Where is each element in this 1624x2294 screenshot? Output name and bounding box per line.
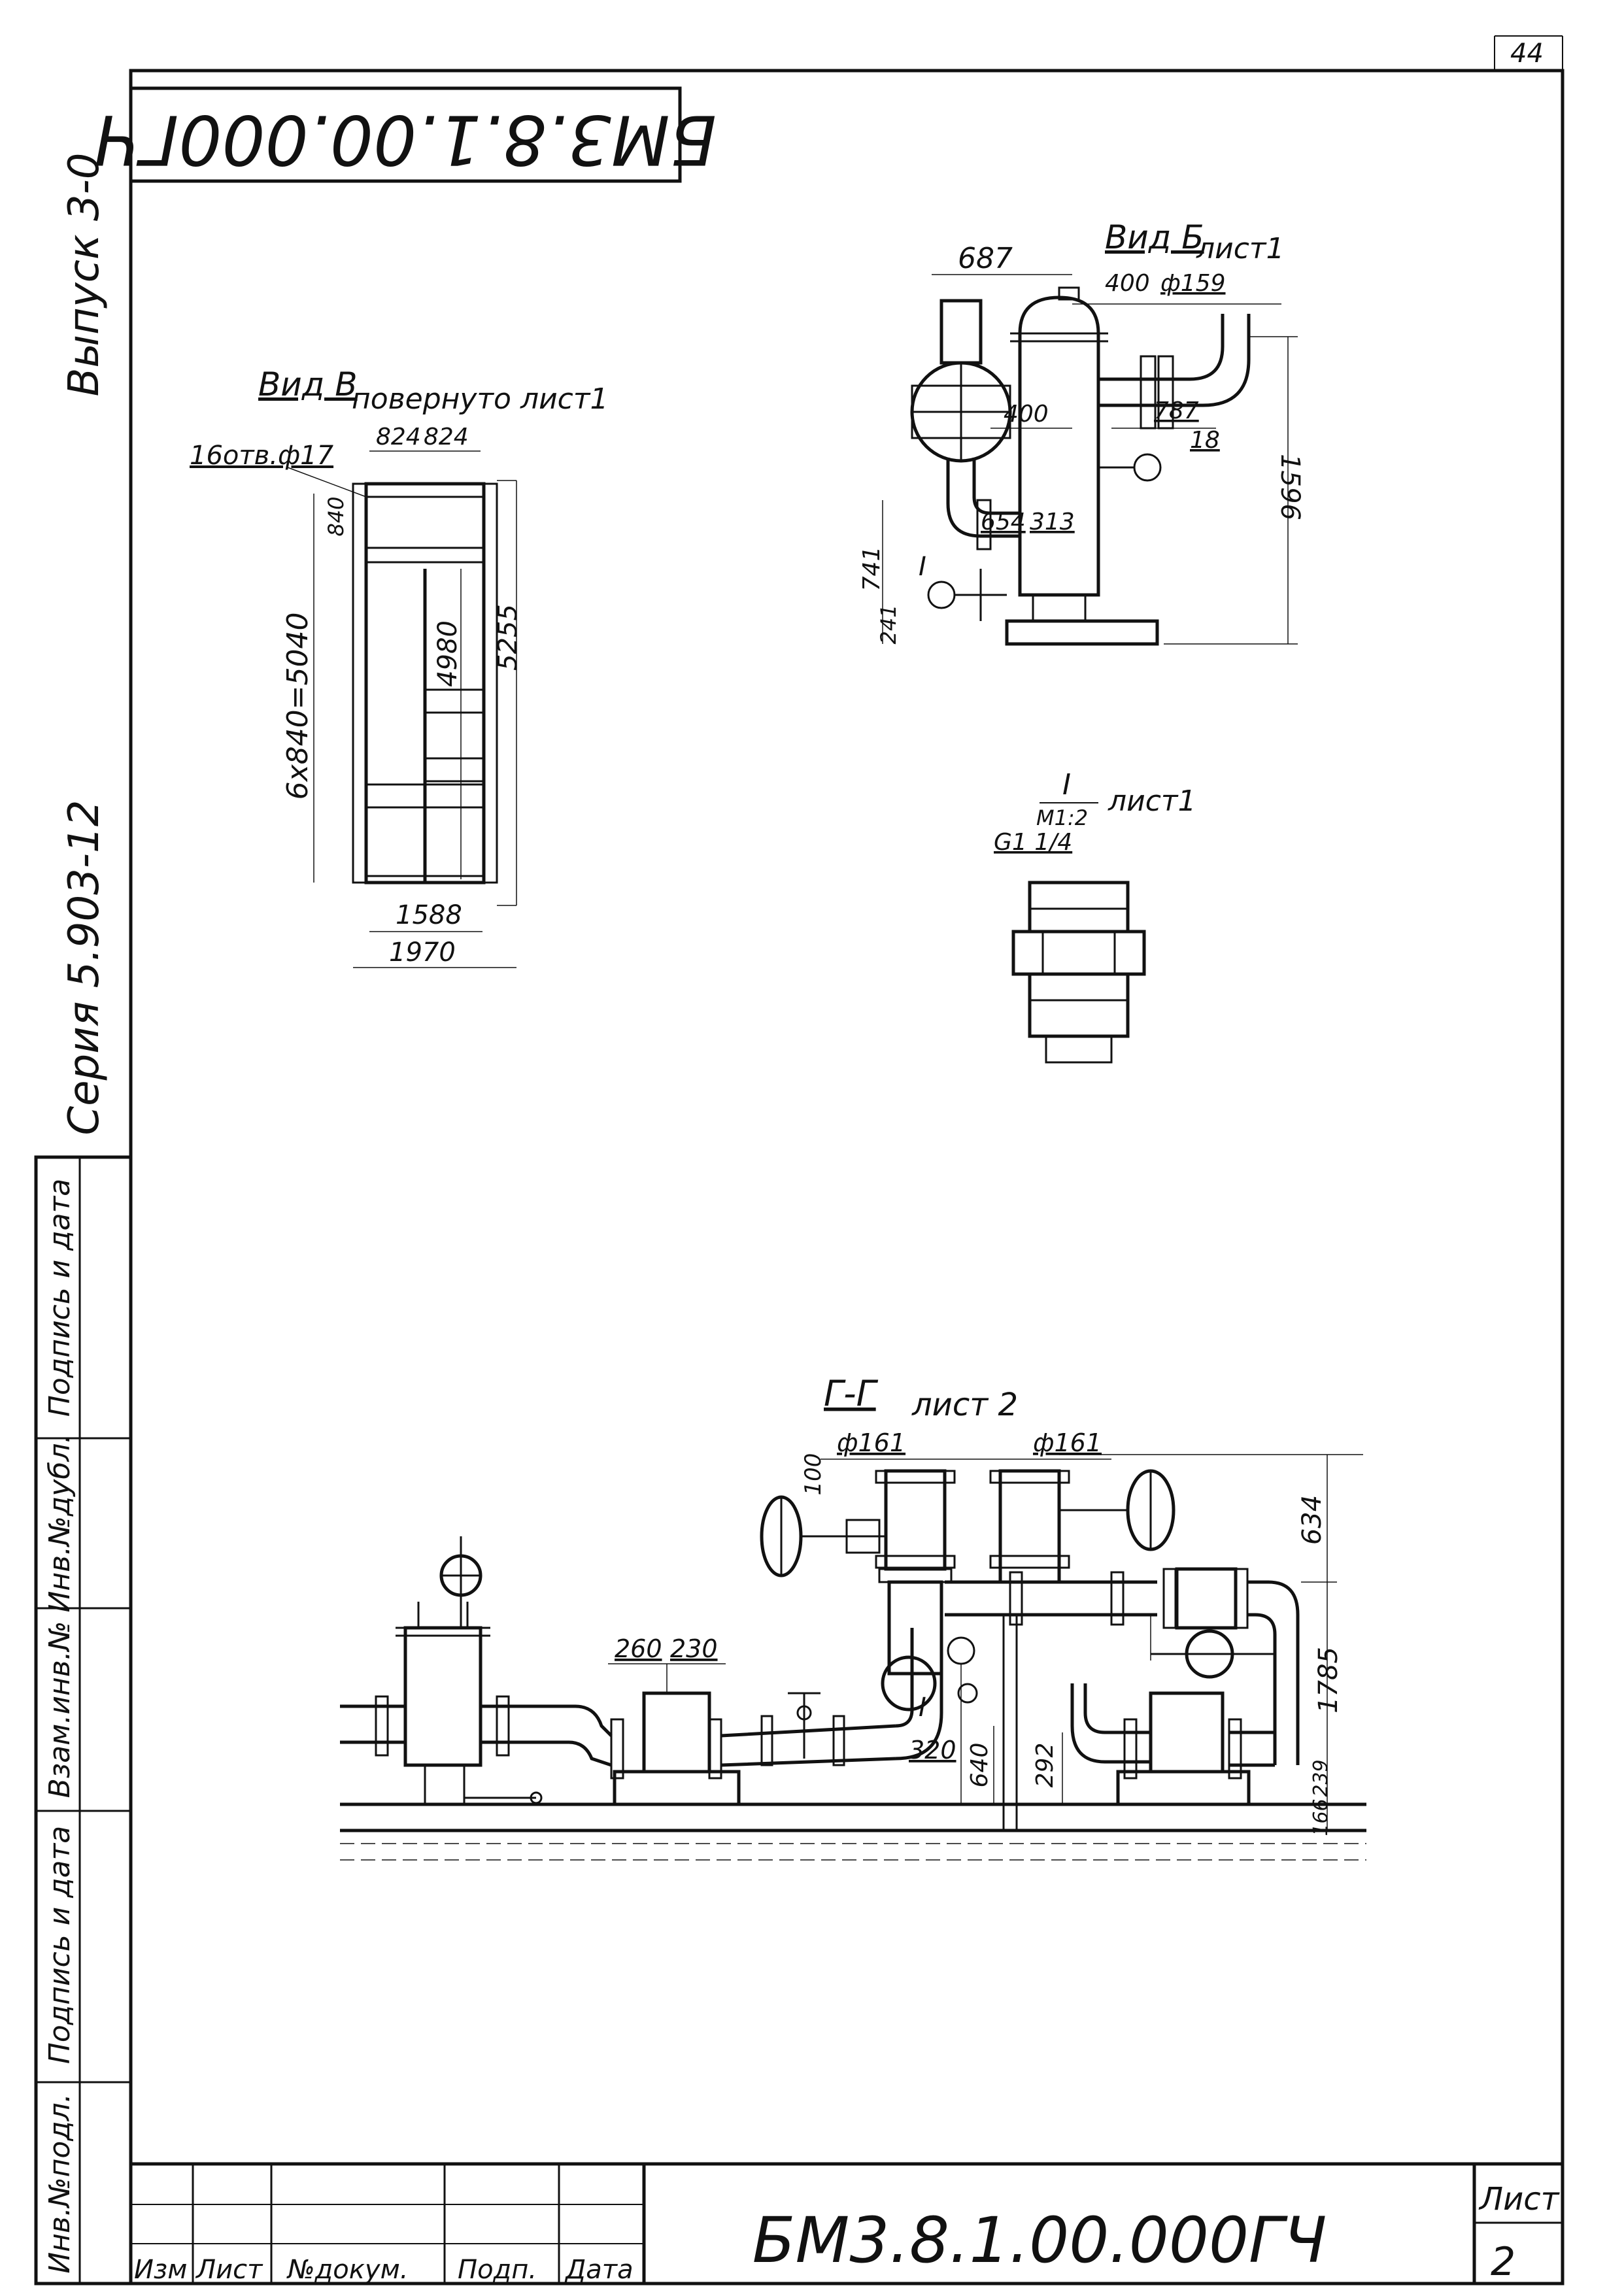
title-block: Изм Лист №докум. Подп. Дата БМ3.8.1.00.0… bbox=[131, 2162, 1563, 2285]
section-g-dim-634: 634 bbox=[1297, 1495, 1327, 1545]
section-g-dim-230: 230 bbox=[670, 1634, 718, 1663]
view-v-dim-1970: 1970 bbox=[389, 937, 456, 968]
view-v-dim-824b: 824 bbox=[424, 424, 469, 450]
view-b-dim-d159: ф159 bbox=[1160, 270, 1226, 297]
view-v-holes: 16отв.ф17 bbox=[190, 441, 334, 471]
section-g-dim-640: 640 bbox=[966, 1743, 993, 1788]
view-b-dim-1596: 1596 bbox=[1275, 454, 1305, 520]
section-g-dim-239: 239 bbox=[1310, 1759, 1332, 1796]
view-v-dim-4980: 4980 bbox=[433, 620, 463, 687]
section-g-dim-d161b: ф161 bbox=[1033, 1428, 1102, 1457]
view-v: Вид В повернуто лист1 16отв.ф17 824 824 … bbox=[190, 365, 609, 968]
view-b-dim-687: 687 bbox=[958, 242, 1013, 275]
section-g-dim-260: 260 bbox=[615, 1634, 662, 1663]
view-b-dim-400a: 400 bbox=[1105, 270, 1150, 297]
section-g-dim-d161a: ф161 bbox=[837, 1428, 905, 1457]
tb-izm: Изм bbox=[134, 2255, 187, 2285]
section-g-title: Г-Г bbox=[824, 1373, 879, 1414]
view-v-dim-total: 6x840=5040 bbox=[281, 613, 314, 800]
section-g-dim-100: 100 bbox=[800, 1453, 826, 1496]
detail-i-subtitle: лист1 bbox=[1108, 784, 1196, 818]
view-v-dim-840: 840 bbox=[324, 496, 348, 536]
sheet-label: Лист bbox=[1478, 2181, 1561, 2218]
stamp-inv-podl: Инв.№подл. bbox=[43, 2093, 76, 2274]
view-b-dim-241: 241 bbox=[876, 604, 901, 644]
tb-data: Дата bbox=[564, 2255, 634, 2285]
stamp-inv-dubl: Инв.№дубл. bbox=[43, 1434, 76, 1612]
view-b: Вид Б лист1 687 400 ф159 bbox=[858, 218, 1305, 646]
view-b-dim-18: 18 bbox=[1190, 427, 1220, 454]
section-g-callout: I bbox=[919, 1693, 926, 1723]
issue-label: Выпуск 3-0 bbox=[60, 153, 109, 397]
detail-i-title: I bbox=[1062, 768, 1071, 801]
view-v-dim-5255: 5255 bbox=[493, 604, 523, 671]
stamp-vzam-inv: Взам.инв.№ bbox=[43, 1621, 76, 1798]
section-g: Г-Г лист 2 ф161 ф161 100 bbox=[340, 1373, 1366, 1861]
sheet-number: 2 bbox=[1491, 2239, 1515, 2285]
detail-i-scale: М1:2 bbox=[1036, 805, 1088, 830]
doc-code-bottom: БМ3.8.1.00.000ГЧ bbox=[753, 2204, 1327, 2277]
tb-n-dokum: №докум. bbox=[286, 2255, 408, 2285]
section-g-dim-1785: 1785 bbox=[1313, 1647, 1344, 1713]
view-b-subtitle: лист1 bbox=[1196, 232, 1285, 265]
view-b-callout: I bbox=[919, 552, 926, 582]
stamp-podpis-data-1: Подпись и дата bbox=[43, 1179, 76, 1417]
view-v-subtitle: повернуто лист1 bbox=[352, 382, 609, 416]
detail-i-thread: G1 1/4 bbox=[994, 829, 1072, 856]
section-g-subtitle: лист 2 bbox=[911, 1387, 1018, 1423]
view-v-dim-1588: 1588 bbox=[396, 900, 462, 930]
top-code-box: БМ3.8.1.00.000ГЧ bbox=[94, 86, 717, 183]
view-v-dim-824a: 824 bbox=[376, 424, 421, 450]
tb-podp: Подп. bbox=[458, 2255, 537, 2285]
view-b-dim-741: 741 bbox=[858, 547, 885, 592]
view-b-dim-313: 313 bbox=[1030, 509, 1075, 535]
doc-code-top: БМ3.8.1.00.000ГЧ bbox=[94, 100, 717, 180]
view-b-dim-654: 654 bbox=[981, 509, 1026, 535]
page-number: 44 bbox=[1510, 39, 1544, 69]
view-v-title: Вид В bbox=[258, 365, 358, 403]
section-g-dim-292: 292 bbox=[1032, 1743, 1058, 1788]
section-g-dim-320: 320 bbox=[909, 1736, 956, 1764]
view-b-dim-787: 787 bbox=[1154, 397, 1199, 424]
section-g-dim-166: 166 bbox=[1310, 1798, 1332, 1836]
side-stamp: Подпись и дата Инв.№дубл. Взам.инв.№ Под… bbox=[34, 1155, 133, 2286]
view-b-title: Вид Б bbox=[1105, 218, 1204, 256]
series-label: Серия 5.903-12 bbox=[60, 800, 109, 1136]
detail-i: I М1:2 лист1 G1 1/4 bbox=[994, 768, 1196, 1064]
tb-list: Лист bbox=[195, 2255, 263, 2285]
stamp-podpis-data-2: Подпись и дата bbox=[43, 1826, 76, 2064]
view-b-dim-400b: 400 bbox=[1004, 401, 1049, 428]
